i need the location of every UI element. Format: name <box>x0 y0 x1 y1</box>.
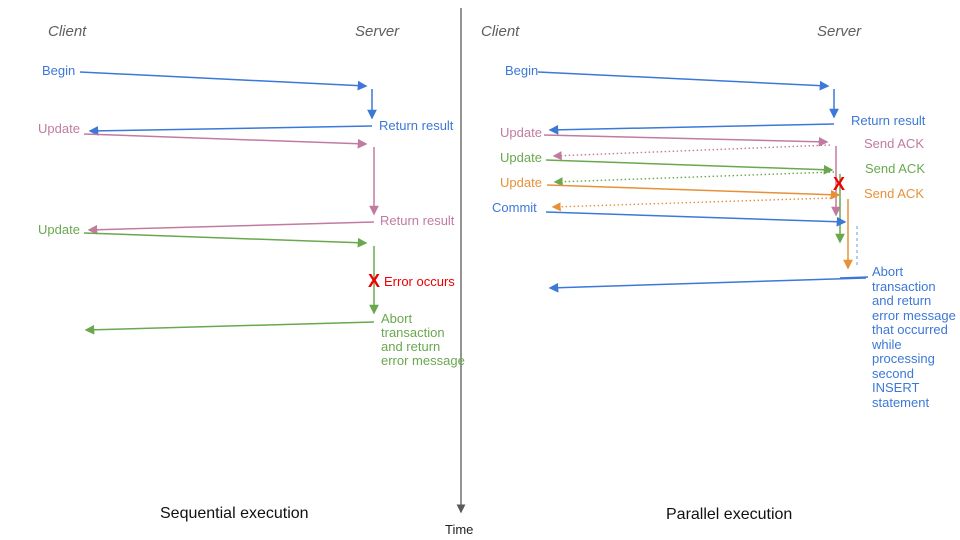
seq-error-occurs-label: Error occurs <box>384 274 455 289</box>
par-commit-label: Commit <box>492 200 537 215</box>
seq-abort-return-line <box>84 321 375 335</box>
par-client-header: Client <box>481 23 520 40</box>
par-update2-request-line <box>545 159 834 175</box>
seq-update2-request-line <box>83 232 368 248</box>
par-update2-label: Update <box>500 150 542 165</box>
seq-begin-label: Begin <box>42 63 76 78</box>
par-update3-label: Update <box>500 175 542 190</box>
seq-client-header: Client <box>48 23 87 40</box>
seq-update1-request-line <box>83 133 368 149</box>
par-error-x-icon: X <box>833 174 846 194</box>
par-send-ack-green-line <box>553 171 835 187</box>
par-send-ack1-label: Send ACK <box>864 136 924 151</box>
par-abort-return-line <box>548 277 867 293</box>
par-update3-request-line <box>546 184 841 200</box>
seq-update1-label: Update <box>38 121 80 136</box>
par-send-ack2-label: Send ACK <box>865 161 925 176</box>
par-server-header: Server <box>817 23 862 40</box>
seq-abort-note: Abort transaction and return error messa… <box>381 311 465 368</box>
par-abort-origin-line <box>839 276 869 279</box>
seq-return-result2-label: Return result <box>380 213 455 228</box>
seq-return-result1-label: Return result <box>379 118 454 133</box>
par-begin-label: Begin <box>505 63 539 78</box>
seq-server-header: Server <box>355 23 400 40</box>
seq-caption: Sequential execution <box>160 505 309 522</box>
seq-return-result-blue-line <box>88 125 373 136</box>
par-update1-request-line <box>543 134 829 147</box>
seq-begin-request-line <box>79 71 368 91</box>
seq-error-x-icon: X <box>368 271 381 291</box>
par-send-ack3-label: Send ACK <box>864 186 924 201</box>
par-send-ack-orange-line <box>551 197 832 212</box>
par-return-result-line <box>548 123 835 135</box>
par-send-ack-pink-line <box>552 144 831 161</box>
par-caption: Parallel execution <box>666 506 793 523</box>
par-commit-request-line <box>545 211 847 227</box>
time-axis-label: Time <box>445 522 474 537</box>
par-return-result-label: Return result <box>851 113 926 128</box>
par-update1-label: Update <box>500 125 542 140</box>
seq-update2-label: Update <box>38 222 80 237</box>
par-abort-note: Abort transaction and return error messa… <box>872 264 956 410</box>
seq-return-result-pink-line <box>87 221 375 235</box>
par-begin-request-line <box>537 71 830 91</box>
